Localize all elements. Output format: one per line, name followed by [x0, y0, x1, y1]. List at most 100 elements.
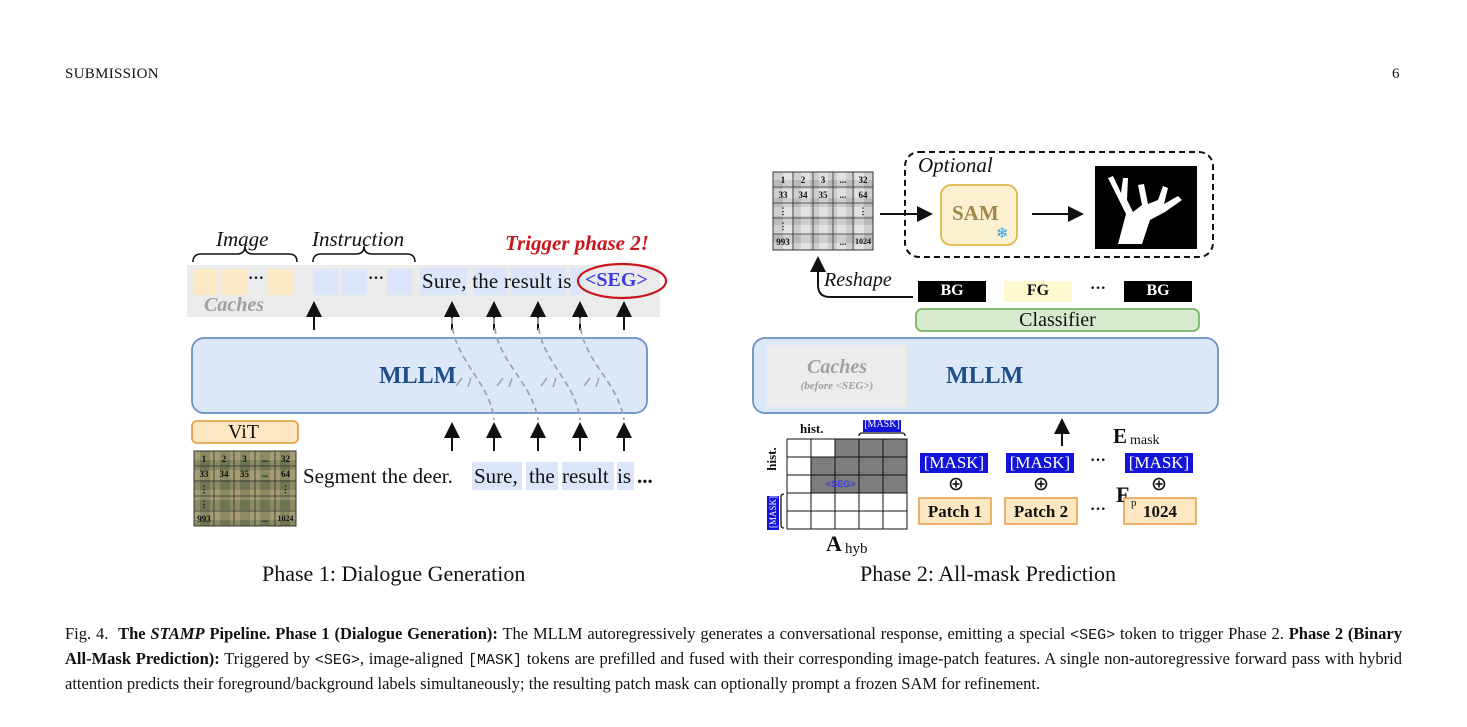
label-fg-text: FG — [1026, 282, 1050, 299]
label-fg — [1004, 281, 1072, 302]
input-token-3: is — [617, 464, 632, 488]
output-token — [511, 268, 566, 295]
patch-box — [1004, 497, 1078, 525]
grid-label: 32 — [858, 175, 868, 185]
grid-label: 1 — [201, 454, 207, 464]
grid-label: ⋮ — [199, 484, 209, 494]
patch-label: 1024 — [1143, 502, 1177, 521]
sam-label: SAM — [952, 201, 999, 225]
phase2-title: Phase 2: All-mask Prediction — [860, 561, 1117, 586]
fusion-plus-icons — [949, 477, 1166, 491]
hybrid-attention-matrix — [786, 438, 908, 530]
labels-ellipsis: ··· — [1090, 280, 1107, 297]
mask-token — [920, 453, 988, 473]
mask-token-label: [MASK] — [923, 453, 985, 472]
seg-highlight-ellipse — [576, 262, 668, 300]
classifier-box — [915, 308, 1200, 332]
input-token — [472, 462, 522, 490]
image-token-ellipsis: ··· — [248, 270, 265, 287]
deer-antler-mask — [1108, 176, 1182, 244]
mask-token — [1006, 453, 1074, 473]
label-image: Image — [216, 227, 269, 251]
grid-label: ... — [839, 175, 847, 185]
grid-label: 64 — [281, 469, 290, 479]
caption-bold-3: Phase 2 (Binary All-Mask Prediction): — [65, 624, 1403, 668]
grid-label: ⋮ — [281, 484, 290, 494]
attn-mask-side-badge — [767, 496, 779, 530]
grid-label: 34 — [798, 190, 808, 200]
patch-label: Patch 1 — [927, 502, 983, 521]
grid-label: ... — [839, 190, 847, 200]
frozen-snowflake-icon: ❄ — [996, 224, 1009, 242]
phase1-mllm-box — [191, 337, 648, 414]
grid-label: 34 — [219, 469, 229, 479]
patch-ellipsis: ··· — [1090, 501, 1107, 518]
phase2-caches-sublabel: (before <SEG>) — [800, 380, 874, 392]
caption-text-1: The MLLM autoregressively generates a co… — [497, 624, 1071, 643]
figure-caption: Fig. 4. The STAMP Pipeline. Phase 1 (Dia… — [65, 622, 1402, 695]
grid-label: 1024 — [277, 514, 294, 523]
grid-label: 1 — [780, 175, 786, 185]
instruction-brace — [312, 245, 416, 263]
reshape-label: Reshape — [824, 269, 892, 291]
emb-sub: mask — [1130, 433, 1160, 448]
fp-name: F — [1116, 482, 1130, 507]
fp-sub: p — [1131, 497, 1137, 509]
autoregressive-curve — [579, 317, 625, 421]
grid-label: ⋮ — [199, 499, 209, 509]
label-bg — [918, 281, 986, 302]
grid-label: 1024 — [855, 237, 871, 246]
input-token — [526, 462, 558, 490]
autoregressive-curve — [451, 317, 495, 421]
vit-box — [191, 420, 299, 444]
phase2-caches-label: Caches — [807, 356, 867, 378]
input-token — [562, 462, 614, 490]
caption-mask: [MASK] — [467, 652, 522, 669]
caption-bold-1: The — [118, 624, 151, 643]
grid-label: ... — [261, 514, 269, 524]
phase2-caches-box — [767, 345, 907, 407]
trigger-label: Trigger phase 2! — [505, 231, 649, 255]
input-token-2: result — [562, 464, 609, 488]
caption-prefix: Fig. 4. — [65, 624, 109, 643]
grid-label: 33 — [778, 190, 788, 200]
patch-label: Patch 2 — [1013, 502, 1069, 521]
reshape-arrow — [810, 256, 913, 298]
grid-label: 993 — [197, 514, 211, 524]
figure-canvas — [187, 151, 1219, 530]
mask-grid-image — [772, 171, 874, 251]
autoregressive-curve — [493, 317, 539, 421]
mask-token-ellipsis: ··· — [1090, 452, 1107, 469]
page-number: 6 — [1392, 66, 1400, 82]
input-token-1: the — [529, 464, 555, 488]
caption-text-4: , image-aligned — [359, 649, 468, 668]
attn-hist-top-label: hist. — [800, 421, 824, 436]
grid-label: ⋮ — [778, 206, 788, 216]
input-instruction: Segment the deer. — [303, 464, 453, 488]
grid-label: 2 — [221, 454, 227, 464]
caption-text-2: token to trigger Phase 2. — [1115, 624, 1289, 643]
attn-mask-side-label: [MASK] — [768, 496, 778, 529]
deer-image — [193, 450, 297, 527]
optional-label: Optional — [918, 153, 993, 177]
mask-token — [1125, 453, 1193, 473]
caption-text-5: tokens are prefilled and fused with thei… — [65, 649, 1402, 693]
grid-label: 64 — [858, 190, 868, 200]
grid-label: 33 — [199, 469, 209, 479]
mask-token-label: [MASK] — [1009, 453, 1071, 472]
label-instruction: Instruction — [312, 227, 405, 251]
grid-label: ... — [261, 454, 269, 464]
instruction-token-ellipsis: ··· — [368, 270, 385, 287]
instruction-token — [342, 269, 367, 295]
input-token — [617, 462, 634, 490]
autoregressive-curve — [537, 317, 581, 421]
sam-box — [940, 184, 1018, 246]
image-token — [222, 269, 247, 295]
mask-token-label: [MASK] — [1128, 453, 1190, 472]
label-bg-text: BG — [1146, 282, 1170, 299]
attn-hist-side-label: hist. — [764, 447, 779, 471]
attn-mask-top-badge — [863, 420, 901, 432]
image-token — [268, 269, 293, 295]
emb-name: E — [1113, 424, 1128, 448]
patch-box — [918, 497, 992, 525]
